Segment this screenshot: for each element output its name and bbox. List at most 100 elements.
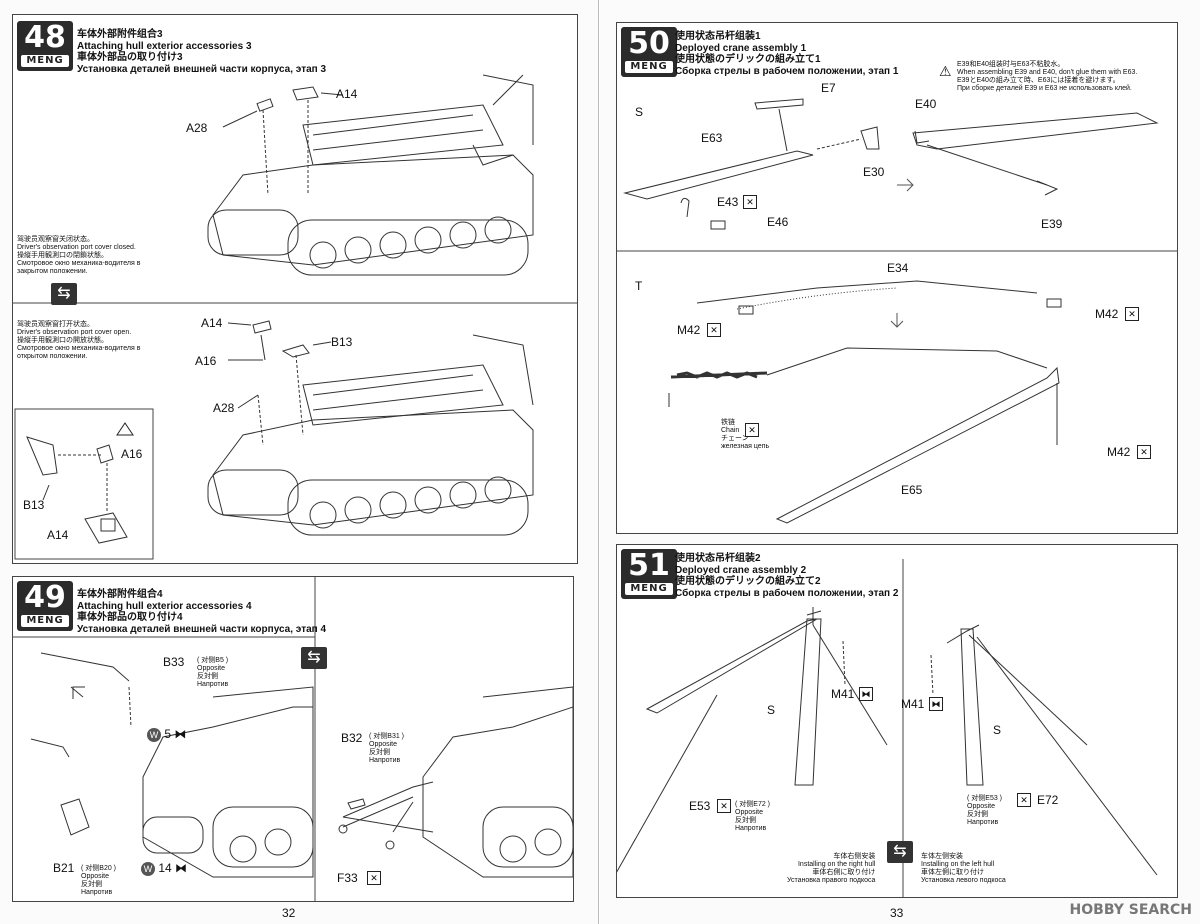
step-49-number: 49	[24, 580, 66, 615]
step-48-titles: 车体外部附件组合3 Attaching hull exterior access…	[77, 29, 326, 75]
meng-logo: MENG	[625, 583, 673, 595]
tank-hull-bottom	[207, 334, 534, 536]
right-page: 50 MENG 使用状态吊杆组装1 Deployed crane assembl…	[600, 0, 1200, 924]
no-glue-icon: ✕	[1137, 445, 1151, 459]
part-b21: B21	[53, 861, 75, 875]
part-e72: E72	[1037, 793, 1059, 807]
no-glue-icon: ✕	[367, 871, 381, 885]
meng-logo: MENG	[625, 61, 673, 73]
part-b33: B33	[163, 655, 185, 669]
no-glue-icon: ✕	[1017, 793, 1031, 807]
part-e65: E65	[901, 483, 923, 497]
no-glue-icon: ✕	[745, 423, 759, 437]
no-glue-icon: ✕	[743, 195, 757, 209]
title-cn: 车体外部附件组合4	[77, 589, 163, 600]
no-glue-icon: ✕	[717, 799, 731, 813]
tank-rear-left	[142, 686, 314, 878]
page-number-left: 32	[282, 906, 296, 920]
section-s-right: S	[993, 723, 1002, 737]
step-49-illustration	[13, 577, 573, 901]
left-page: 48 MENG 车体外部附件组合3 Attaching hull exterio…	[0, 0, 599, 924]
section-t: T	[635, 279, 643, 293]
e53-opposite: ( 对侧E72 ) Opposite 反対側 Напротив	[735, 801, 771, 832]
part-f33: F33	[337, 871, 358, 885]
swap-icon: ⇆	[51, 283, 77, 305]
part-b13-detail: B13	[23, 498, 45, 512]
part-m42-bottom: M42	[1107, 445, 1131, 459]
step-49-titles: 车体外部附件组合4 Attaching hull exterior access…	[77, 589, 326, 635]
swap-icon: ⇆	[301, 647, 327, 669]
swap-icon: ⇆	[887, 841, 913, 863]
part-e40: E40	[915, 97, 937, 111]
chain-label: 铁链 Chain チェーン железная цепь	[721, 419, 770, 450]
step-50-panel: 50 MENG 使用状态吊杆组装1 Deployed crane assembl…	[616, 22, 1178, 534]
part-e7: E7	[821, 81, 836, 95]
b21-opposite: ( 对侧B20 ) Opposite 反対側 Напротив	[81, 865, 117, 896]
w14-count: W 14 ⧓	[141, 861, 187, 876]
part-m42-left: M42	[677, 323, 701, 337]
part-a14-detail: A14	[47, 528, 69, 542]
part-a14-open: A14	[201, 316, 223, 330]
title-jp: 使用状態のデリックの組み立て1	[675, 54, 821, 65]
part-e63: E63	[701, 131, 723, 145]
title-cn: 使用状态吊杆组装1	[675, 31, 761, 42]
b33-opposite: ( 对侧B5 ) Opposite 反対側 Напротив	[197, 657, 229, 688]
part-a28: A28	[186, 121, 208, 135]
part-e39: E39	[1041, 217, 1063, 231]
part-e34: E34	[887, 261, 909, 275]
title-en: Deployed crane assembly 1	[675, 42, 807, 54]
page-number-right: 33	[890, 906, 904, 920]
cement-icon: ⧓	[175, 861, 188, 875]
part-b32: B32	[341, 731, 363, 745]
no-glue-icon: ✕	[707, 323, 721, 337]
step-48-number: 48	[24, 20, 66, 55]
title-ru: Сборка стрелы в рабочем положении, этап …	[675, 65, 899, 77]
title-en: Attaching hull exterior accessories 4	[77, 600, 252, 612]
step-48-badge: 48 MENG	[17, 21, 73, 71]
step-48-panel: 48 MENG 车体外部附件组合3 Attaching hull exterio…	[12, 14, 578, 564]
tank-rear-right	[422, 686, 573, 878]
part-m42-right: M42	[1095, 307, 1119, 321]
left-hull-note: 车体左侧安装 Installing on the left hull 車体左側に…	[921, 853, 1006, 884]
step-51-titles: 使用状态吊杆组装2 Deployed crane assembly 2 使用状態…	[675, 553, 898, 599]
title-jp: 車体外部品の取り付け4	[77, 612, 183, 623]
tank-hull-top	[207, 74, 534, 276]
cement-icon: ⧓	[174, 727, 187, 741]
title-cn: 车体外部附件组合3	[77, 29, 163, 40]
title-en: Deployed crane assembly 2	[675, 564, 807, 576]
title-en: Attaching hull exterior accessories 3	[77, 40, 252, 52]
part-m41-left: M41	[831, 687, 855, 701]
part-a16-detail: A16	[121, 447, 143, 461]
title-cn: 使用状态吊杆组装2	[675, 553, 761, 564]
w-circle-icon: W	[141, 862, 155, 876]
step-50-badge: 50 MENG	[621, 27, 677, 77]
note-open: 驾驶员观察窗打开状态。 Driver's observation port co…	[17, 321, 141, 360]
section-s-left: S	[767, 703, 776, 717]
step-48-illustration	[13, 74, 577, 560]
part-e53: E53	[689, 799, 711, 813]
step-50-titles: 使用状态吊杆组装1 Deployed crane assembly 1 使用状態…	[675, 31, 898, 77]
part-e30: E30	[863, 165, 885, 179]
warning-note: E39和E40组装时与E63不粘胶水。 When assembling E39 …	[957, 61, 1138, 92]
part-e46: E46	[767, 215, 789, 229]
part-b13-open: B13	[331, 335, 353, 349]
title-ru: Сборка стрелы в рабочем положении, этап …	[675, 587, 899, 599]
e72-opposite: ( 对侧E53 ) Opposite 反対側 Напротив	[967, 795, 1003, 826]
step-50-illustration	[617, 98, 1177, 524]
step-51-badge: 51 MENG	[621, 549, 677, 599]
title-jp: 使用状態のデリックの組み立て2	[675, 576, 821, 587]
title-ru: Установка деталей внешней части корпуса,…	[77, 623, 327, 635]
hobby-search-watermark: HOBBY SEARCH	[1069, 902, 1192, 918]
part-e43: E43	[717, 195, 739, 209]
section-s: S	[635, 105, 644, 119]
w5-count: W 5 ⧓	[147, 727, 186, 742]
part-a14: A14	[336, 87, 358, 101]
part-m41-right: M41	[901, 697, 925, 711]
title-ru: Установка деталей внешней части корпуса,…	[77, 63, 327, 75]
w-circle-icon: W	[147, 728, 161, 742]
meng-logo: MENG	[21, 615, 69, 627]
cement-icon: ⧓	[859, 687, 873, 701]
right-hull-note: 车体右侧安装 Installing on the right hull 車体右側…	[787, 853, 876, 884]
step-51-number: 51	[628, 548, 670, 583]
step-49-panel: 49 MENG 车体外部附件组合4 Attaching hull exterio…	[12, 576, 574, 902]
